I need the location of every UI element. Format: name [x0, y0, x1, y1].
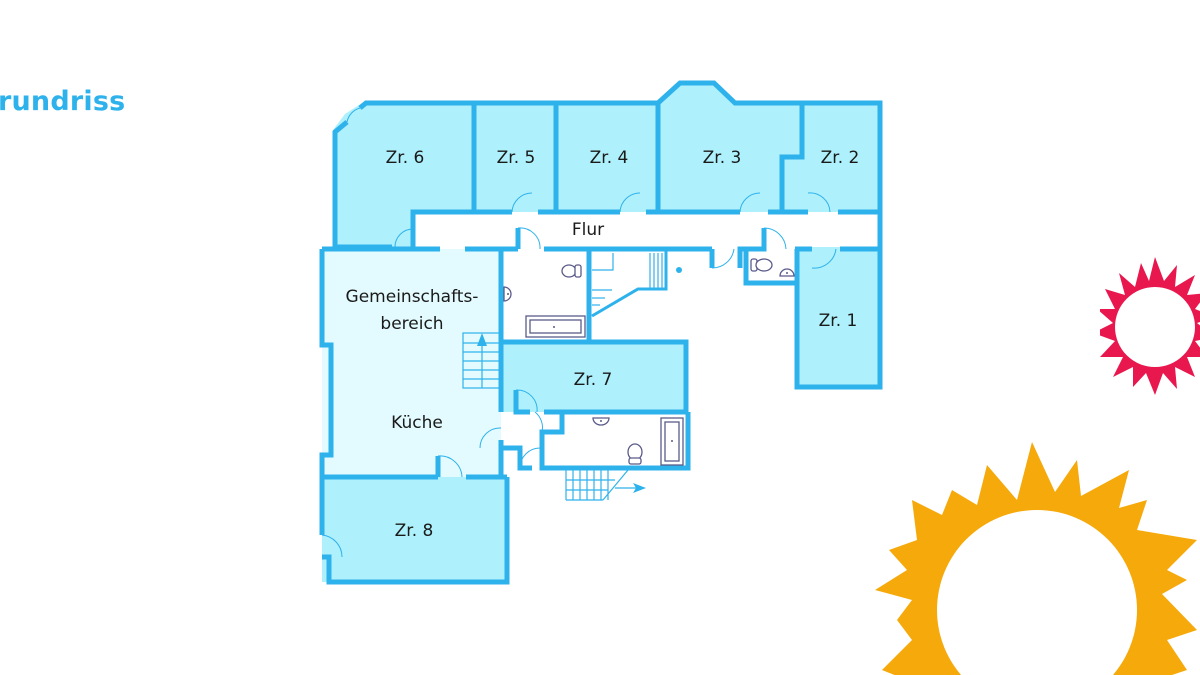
label-zr1: Zr. 1	[819, 311, 858, 331]
room-fills	[322, 83, 880, 582]
staircase-main	[462, 332, 502, 389]
room-zr8[interactable]	[322, 477, 507, 582]
room-labels: Zr. 6 Zr. 5 Zr. 4 Zr. 3 Zr. 2 Zr. 1 Zr. …	[346, 148, 860, 541]
bathtub-icon	[660, 417, 684, 466]
label-zr6: Zr. 6	[386, 148, 425, 168]
label-common-area-line2: bereich	[380, 314, 443, 334]
label-zr2: Zr. 2	[821, 148, 860, 168]
doors	[321, 107, 837, 558]
label-zr8: Zr. 8	[395, 521, 434, 541]
toilet-icon	[561, 264, 582, 278]
stair-up-arrow	[477, 333, 487, 346]
room-zr5[interactable]	[474, 103, 556, 212]
room-zr2[interactable]	[782, 103, 880, 212]
label-common-area-line1: Gemeinschafts-	[346, 287, 479, 307]
label-zr5: Zr. 5	[497, 148, 536, 168]
sink-icon	[779, 268, 795, 277]
label-zr7: Zr. 7	[574, 370, 613, 390]
walls	[319, 80, 883, 585]
room-common-kitchen[interactable]	[322, 249, 501, 477]
label-zr3: Zr. 3	[703, 148, 742, 168]
room-zr3[interactable]	[658, 83, 802, 212]
sink-icon	[592, 417, 610, 426]
room-zr4[interactable]	[556, 103, 658, 212]
toilet-icon	[627, 443, 643, 465]
sink-icon	[503, 286, 512, 302]
label-flur: Flur	[572, 220, 604, 240]
room-zr7[interactable]	[501, 342, 686, 412]
label-zr4: Zr. 4	[590, 148, 629, 168]
exit-arrow	[633, 483, 646, 493]
fixtures	[503, 258, 795, 466]
corridor-flur[interactable]	[413, 212, 880, 247]
red-sun-icon	[1100, 257, 1200, 395]
yellow-sun-icon	[875, 442, 1197, 675]
stair-post-dot	[676, 267, 682, 273]
staircase-upper	[591, 251, 682, 318]
label-kitchen: Küche	[391, 413, 443, 433]
room-zr1[interactable]	[797, 247, 880, 387]
staircase-exit	[565, 469, 646, 501]
bathtub-icon	[525, 315, 586, 338]
page-title: rundriss	[0, 86, 126, 117]
toilet-icon	[750, 258, 773, 272]
